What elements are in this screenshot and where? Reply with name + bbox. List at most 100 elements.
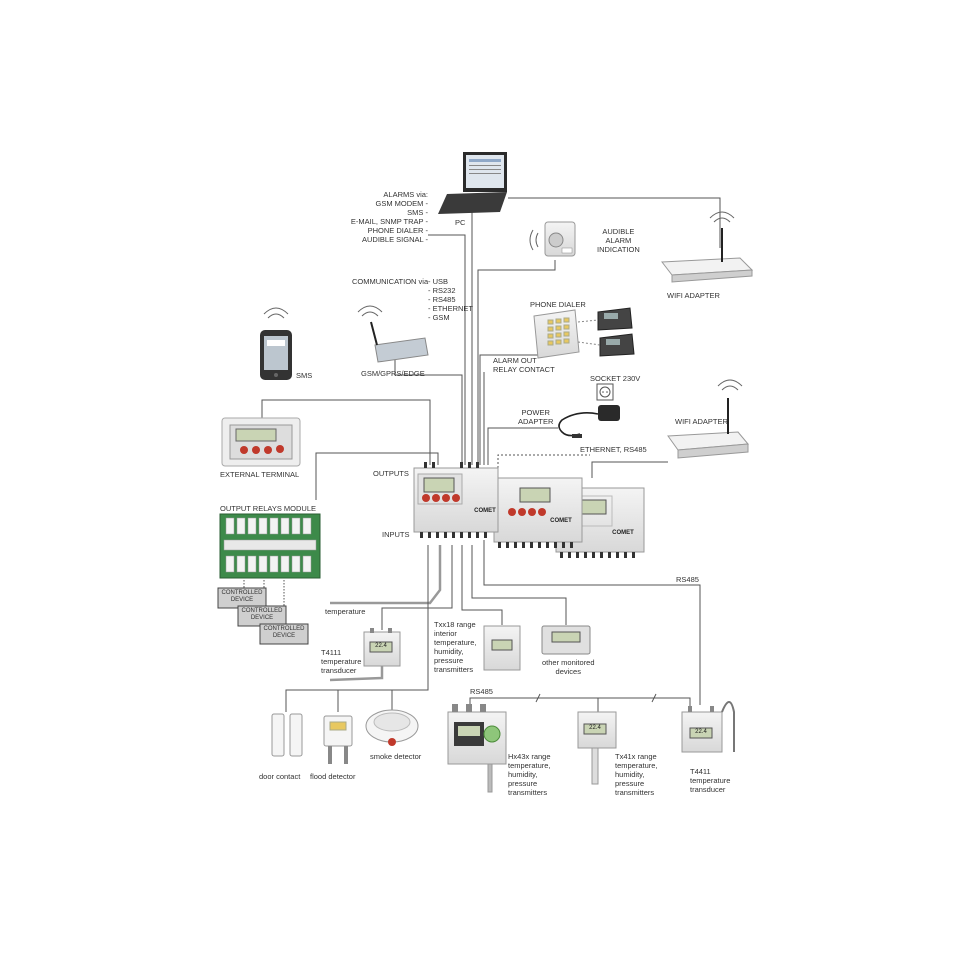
tx41x-line: Tx41x range — [615, 752, 657, 761]
controlled-device-2-label: CONTROLLED DEVICE — [238, 608, 286, 622]
t4411-line: temperature — [690, 776, 731, 785]
controller-main — [413, 462, 499, 538]
output-relays-label: OUTPUT RELAYS MODULE — [220, 504, 316, 513]
controlled-device-line: DEVICE — [272, 633, 296, 639]
wifi-top-label: WIFI ADAPTER — [667, 291, 720, 300]
communication-line: COMMUNICATION via — [352, 277, 429, 286]
t4111-line: transducer — [321, 666, 357, 675]
hx43x-label: Hx43x range temperature, humidity, press… — [508, 752, 551, 797]
txx18-line: temperature, — [434, 638, 477, 647]
alarm-out-label: ALARM OUT RELAY CONTACT — [493, 356, 555, 374]
rs485-right-label: RS485 — [676, 575, 699, 584]
txx18-transmitter — [483, 625, 521, 671]
communication-line: - USB — [428, 277, 449, 286]
flood-detector — [323, 715, 353, 764]
gsm-modem-label: GSM/GPRS/EDGE — [361, 369, 425, 378]
txx18-line: interior — [434, 629, 457, 638]
socket-230v — [596, 383, 614, 401]
hx43x-line: temperature, — [508, 761, 551, 770]
connection-lines — [243, 197, 721, 712]
power-adapter-line: POWER — [521, 408, 550, 417]
outputs-label: OUTPUTS — [373, 469, 409, 478]
power-adapter-label: POWER ADAPTER — [518, 408, 553, 426]
communication-line: - RS232 — [428, 286, 456, 295]
alarms-via-label: ALARMS via: GSM MODEM - SMS - E-MAIL, SN… — [340, 190, 428, 244]
smartphone — [260, 307, 292, 380]
t4111-label: T4111 temperature transducer — [321, 648, 361, 675]
power-adapter — [558, 405, 620, 438]
tx41x-transmitter — [577, 711, 617, 785]
power-adapter-line: ADAPTER — [518, 417, 554, 426]
line-relays — [315, 452, 439, 500]
line-rs485-bottom — [469, 697, 691, 712]
rs485-bottom-label: RS485 — [470, 687, 493, 696]
hx43x-line: pressure — [508, 779, 538, 788]
tx41x-line: transmitters — [615, 788, 655, 797]
audible-alarm-label: AUDIBLE ALARM INDICATION — [597, 227, 640, 254]
ethernet-label: ETHERNET, RS485 — [580, 445, 647, 454]
t4111-line: T4111 — [321, 648, 342, 657]
phone-dialer — [533, 309, 580, 359]
controller-main-brand: COMET — [474, 508, 496, 514]
desk-phone-2 — [599, 333, 635, 357]
smoke-detector — [365, 709, 419, 746]
controller-2-brand: COMET — [550, 518, 572, 524]
alarms-line: ALARMS via: — [383, 190, 428, 199]
line-t4111 — [381, 545, 453, 630]
audible-line: INDICATION — [597, 245, 640, 254]
t4411-label: T4411 temperature transducer — [690, 767, 730, 794]
hx43x-line: humidity, — [508, 770, 538, 779]
tx41x-lcd-readout: 22.4 — [589, 725, 601, 731]
output-relays-module — [219, 513, 321, 579]
t4411-line: transducer — [690, 785, 726, 794]
tx41x-line: temperature, — [615, 761, 658, 770]
alarms-line: PHONE DIALER - — [367, 226, 428, 235]
gsm-modem — [357, 305, 429, 363]
line-t4111-probe — [329, 665, 384, 682]
alarms-line: SMS - — [407, 208, 428, 217]
controlled-device-1-label: CONTROLLED DEVICE — [218, 590, 266, 604]
controlled-device-line: CONTROLLED — [241, 608, 283, 614]
wifi-adapter-top — [661, 211, 754, 283]
line-gsm — [394, 360, 463, 465]
socket-label: SOCKET 230V — [590, 374, 641, 383]
line-ethernet — [591, 461, 668, 478]
line-sensors — [285, 545, 429, 712]
sms-label: SMS — [296, 371, 313, 380]
alarm-out-line: RELAY CONTACT — [493, 365, 555, 374]
controlled-device-line: CONTROLLED — [221, 590, 263, 596]
controlled-device-line: CONTROLLED — [263, 626, 305, 632]
alarms-line: GSM MODEM - — [375, 199, 429, 208]
desk-phone-1 — [597, 307, 633, 331]
wifi-mid-label: WIFI ADAPTER — [675, 417, 728, 426]
audible-line: ALARM — [605, 236, 632, 245]
t4111-lcd-readout: 22.4 — [375, 643, 387, 649]
txx18-line: Txx18 range — [434, 620, 476, 629]
t4411-transducer — [681, 701, 735, 753]
door-contact-label: door contact — [259, 772, 301, 781]
alarm-out-line: ALARM OUT — [493, 356, 537, 365]
line-pc-wifi — [508, 197, 721, 248]
txx18-line: transmitters — [434, 665, 474, 674]
line-temperature — [330, 545, 442, 605]
other-devices-label: other monitored devices — [542, 658, 595, 676]
alarms-line: E-MAIL, SNMP TRAP - — [350, 217, 428, 226]
external-terminal-label: EXTERNAL TERMINAL — [220, 470, 300, 479]
txx18-line: humidity, — [434, 647, 464, 656]
controller-2 — [493, 477, 583, 548]
line-controller-chain — [497, 454, 590, 468]
other-devices-line: other monitored — [542, 658, 595, 667]
t4411-lcd-readout: 22.4 — [695, 729, 707, 735]
tx41x-line: humidity, — [615, 770, 645, 779]
line-txx18 — [461, 545, 503, 625]
t4111-line: temperature — [321, 657, 362, 666]
other-devices-line: devices — [555, 667, 581, 676]
communication-line: - GSM — [428, 313, 450, 322]
t4111-transducer — [363, 628, 401, 667]
txx18-label: Txx18 range interior temperature, humidi… — [434, 620, 477, 674]
hx43x-line: Hx43x range — [508, 752, 551, 761]
audible-alarm-siren — [529, 221, 576, 257]
external-terminal — [221, 417, 301, 467]
controlled-device-line: DEVICE — [250, 615, 274, 621]
